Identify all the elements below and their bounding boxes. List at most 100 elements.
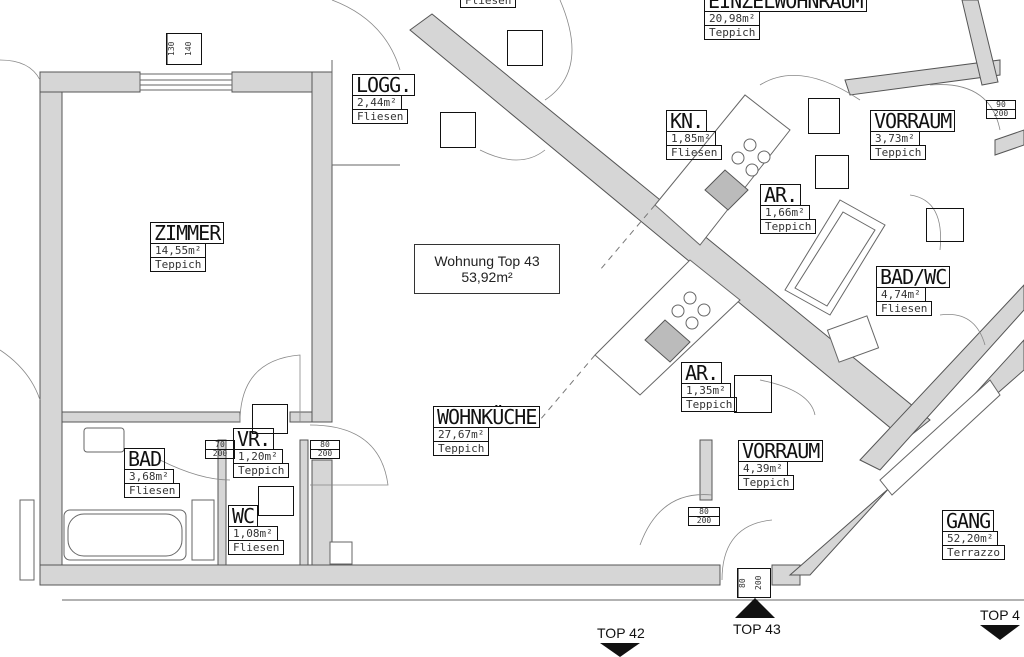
room-floor: Teppich [150,257,207,272]
room-name: VORRAUM [738,440,824,462]
room-name: BAD [124,448,166,470]
door-tag-80-vorraum: 80 200 [688,507,720,526]
room-label-vorraum-upper: VORRAUM 3,73m² Teppich [870,110,956,160]
door-height: 200 [753,575,763,591]
room-name: VORRAUM [870,110,956,132]
window-zimmer [139,73,233,91]
room-name: KN. [666,110,708,132]
room-floor: Teppich [433,441,490,456]
vanity [191,499,215,561]
room-floor: Fliesen [228,540,285,555]
room-floor: Teppich [870,145,927,160]
room-floor: Teppich [233,463,290,478]
door-symbol-box [252,404,288,434]
room-floor: Fliesen [666,145,723,160]
wall-diagonal-main [409,13,931,441]
wall-upper-right [844,59,1001,96]
room-name: AR. [681,362,723,384]
kitchen-sink-upper [704,169,749,211]
door-tag-70: 70 200 [205,440,235,459]
wall-zimmer-bottom [61,411,241,423]
room-name: WOHNKÜCHE [433,406,541,428]
door-width: 80 [738,569,755,597]
room-name: BAD/WC [876,266,951,288]
room-floor: Fliesen [876,301,933,316]
door-symbol-box [926,208,964,242]
door-tag-80-wohnkueche: 80 200 [310,440,340,459]
room-area: 20,98m² [704,11,761,26]
door-tag-90: 90 200 [986,100,1016,119]
entrance-label-top44: TOP 4 [980,607,1020,623]
loggia-outline [331,60,400,166]
room-label-top-partial: EINZELWOHNRAUM 20,98m² Teppich [704,0,867,40]
wall-bottom [39,564,721,586]
room-floor: Teppich [681,397,738,412]
room-area: 4,74m² [876,287,926,302]
room-area: 3,68m² [124,469,174,484]
room-floor: Teppich [738,475,795,490]
entrance-arrow-top44 [980,625,1020,640]
corridor-window [879,379,1001,496]
wall-zimmer-bottom-right [289,411,313,423]
wall-bottom-right [771,564,801,586]
door-tag-80-entrance: 80 200 [737,568,771,598]
window-dimension-tag: 130 140 [166,33,202,65]
room-area: 52,20m² [942,531,999,546]
wall-left-outer [39,71,63,586]
room-name: LOGG. [352,74,416,96]
room-area: 1,66m² [760,205,810,220]
room-label-wohnkueche: WOHNKÜCHE 27,67m² Teppich [433,406,541,456]
door-symbol-box [815,155,849,189]
door-symbol-box [258,486,294,516]
room-label-vorraum-lower: VORRAUM 4,39m² Teppich [738,440,824,490]
wall-wohnkueche-right [699,439,713,501]
door-width: 90 [987,101,1015,110]
unit-area: 53,92m² [461,269,513,285]
door-height: 200 [317,449,333,458]
room-label-vr: VR. 1,20m² Teppich [233,428,290,478]
wall-right-edge [994,129,1024,156]
room-label-bad: BAD 3,68m² Fliesen [124,448,181,498]
room-floor: Teppich [760,219,817,234]
door-width: 70 [206,441,234,450]
wall-zimmer-right-lower [311,459,333,566]
room-label-gang: GANG 52,20m² Terrazzo [942,510,1005,560]
entrance-arrow-top42 [600,643,640,657]
room-label-wc: WC 1,08m² Fliesen [228,505,285,555]
door-height: 200 [696,516,712,525]
room-area: 1,35m² [681,383,731,398]
door-height: 200 [993,109,1009,118]
sink-badwc [826,315,880,363]
room-label-zimmer: ZIMMER 14,55m² Teppich [150,222,225,272]
room-name: ZIMMER [150,222,225,244]
room-area: 2,44m² [352,95,402,110]
door-symbol-box [507,30,543,66]
room-area: 27,67m² [433,427,490,442]
shaft [329,541,353,565]
window-height: 140 [183,41,193,57]
wall-zimmer-right [311,71,333,423]
sink-bad [83,427,125,453]
riser-left [19,499,35,581]
room-floor: Fliesen [352,109,409,124]
door-symbol-box [734,375,772,413]
room-name: AR. [760,184,802,206]
entrance-label-top42: TOP 42 [597,625,645,641]
wall-upper-right-vertical [961,0,999,86]
door-width: 80 [689,508,719,517]
door-symbol-box [440,112,476,148]
room-label-logg: LOGG. 2,44m² Fliesen [352,74,416,124]
room-area: 1,08m² [228,526,278,541]
entrance-label-top43: TOP 43 [733,621,781,637]
room-label-ar-lower: AR. 1,35m² Teppich [681,362,738,412]
door-width: 80 [311,441,339,450]
unit-info-box: Wohnung Top 43 53,92m² [414,244,560,294]
room-area: 1,20m² [233,449,283,464]
room-floor: Teppich [704,25,761,40]
room-name: EINZELWOHNRAUM [704,0,867,12]
room-area: 1,85m² [666,131,716,146]
room-area: 4,39m² [738,461,788,476]
room-floor: Terrazzo [942,545,1005,560]
kitchen-sink-lower [644,319,691,363]
